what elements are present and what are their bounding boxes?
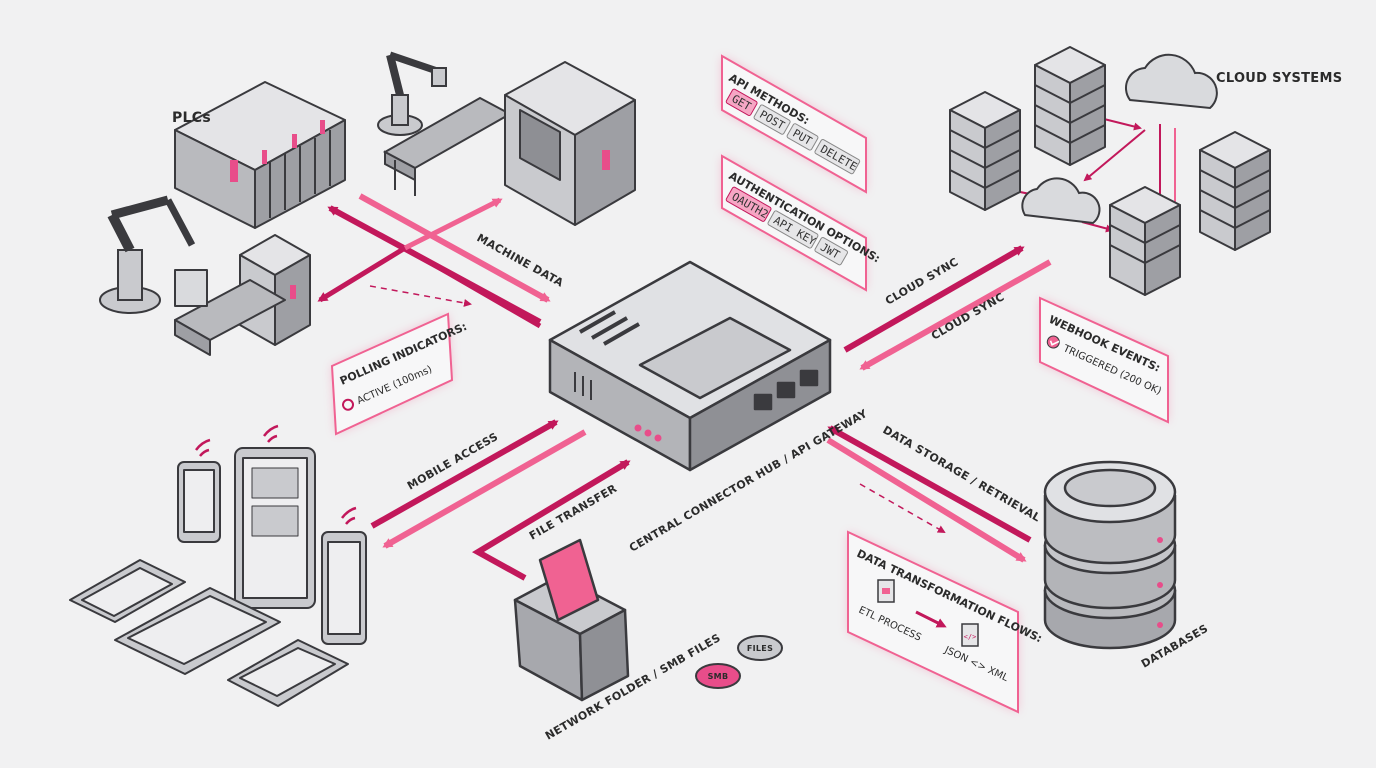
robot-arm-top [377, 51, 447, 136]
transform-arrow [915, 610, 947, 628]
phone-2 [321, 531, 367, 645]
cloud-systems-label-text: CLOUD SYSTEMS [1216, 71, 1342, 86]
json-doc-icon: </> [961, 623, 979, 647]
data-storage-arrow-1 [827, 425, 1032, 543]
cloud-link-1 [1099, 117, 1142, 131]
cloud-sync-label-1: CLOUD SYNC [883, 255, 961, 307]
data-storage-dashed [859, 483, 946, 533]
smb-badge: SMB [695, 663, 741, 689]
cloud-servers [949, 46, 1271, 296]
etl-doc-icon [877, 579, 895, 603]
cloud-link-7 [1081, 221, 1114, 233]
webhook-card: WEBHOOK EVENTS: TRIGGERED (200 OK) [1039, 296, 1169, 424]
svg-text:</>: </> [964, 633, 977, 641]
machine-data-arrow-2 [358, 193, 551, 303]
smb-badge-label: SMB [708, 672, 729, 681]
machine-data-label: MACHINE DATA [475, 231, 566, 289]
tablet-flat-1 [69, 559, 186, 623]
wifi-icon-3 [341, 506, 357, 525]
database-stack [1043, 460, 1177, 650]
server-stack-3 [1109, 186, 1181, 296]
cnc-machine [504, 61, 636, 226]
mobile-access-arrow-2 [382, 429, 587, 549]
cloud-link-2 [1083, 129, 1146, 182]
auth-chip-api-key[interactable] [767, 210, 819, 249]
transform-card: DATA TRANSFORMATION FLOWS: ETL PROCESS <… [847, 530, 1044, 714]
server-stack-1 [949, 91, 1021, 211]
api-methods-card: API METHODS: GET POST PUT DELETE [721, 54, 867, 194]
plc-rack [174, 81, 346, 229]
machine-cell [174, 234, 311, 356]
network-folder [513, 538, 630, 702]
mobile-access-arrow-1 [370, 419, 559, 529]
cloud-icon-top [1125, 53, 1218, 110]
webhook-check-icon [1046, 335, 1060, 349]
wifi-icon-1 [195, 438, 211, 457]
central-hub [548, 260, 832, 472]
auth-chip-jwt[interactable] [814, 237, 848, 266]
auth-chip-oauth2[interactable] [725, 186, 772, 222]
machine-data-arrow-4 [403, 197, 503, 251]
files-badge: FILES [737, 635, 783, 661]
cloud-systems-label: CLOUD SYSTEMS [1216, 71, 1342, 86]
tablet-flat-2 [114, 587, 281, 675]
machine-data-dashed [369, 285, 472, 307]
method-chip-delete[interactable] [814, 139, 861, 175]
files-badge-label: FILES [747, 644, 773, 653]
file-transfer-arrow [471, 459, 631, 581]
method-chip-put[interactable] [786, 123, 819, 151]
phone-1 [177, 461, 221, 543]
cloud-icon-middle [1021, 177, 1101, 225]
polling-card: POLLING INDICATORS: ACTIVE (100ms) [330, 312, 469, 436]
tablet-1 [234, 447, 316, 609]
flow-arrows [317, 117, 1238, 581]
data-storage-label: DATA STORAGE / RETRIEVAL [881, 423, 1043, 524]
tablet-flat-3 [227, 639, 349, 707]
data-storage-arrow-2 [826, 437, 1027, 563]
wifi-icon-2 [263, 424, 279, 443]
polling-status-icon [342, 398, 355, 411]
cloud-sync-arrow-down [859, 259, 1052, 371]
robot-arm-bottom [99, 195, 196, 314]
method-chip-get[interactable] [725, 88, 758, 116]
server-stack-4 [1199, 131, 1271, 251]
mobile-devices [69, 424, 367, 707]
plcs-label: PLCs [172, 110, 211, 126]
server-stack-2 [1034, 46, 1106, 166]
cloud-sync-arrow-up [843, 245, 1025, 353]
method-chip-post[interactable] [753, 104, 791, 135]
